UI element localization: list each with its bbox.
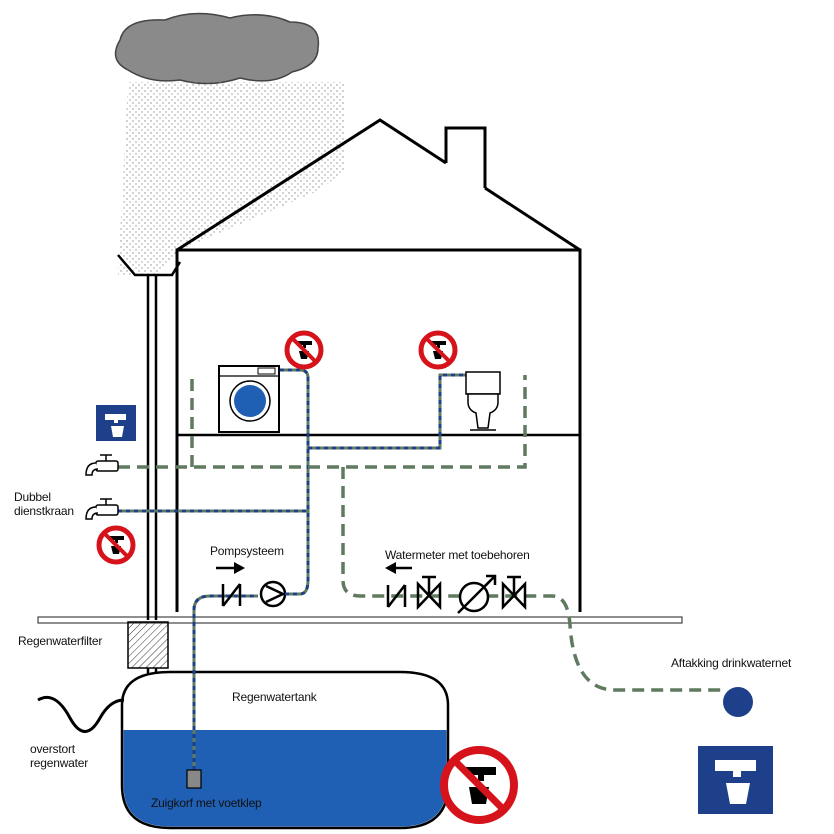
- rainwater-filter: [127, 621, 169, 669]
- pump-flow-arrow: [216, 562, 245, 574]
- drinking-water-icon: [96, 405, 136, 441]
- meter-flow-arrow: [385, 562, 412, 574]
- no-drinking-water-icon: [440, 746, 518, 824]
- label-line: regenwater: [30, 756, 89, 770]
- label-dubbel-dienstkraan: Dubbel dienstkraan: [14, 490, 74, 518]
- tap-icon: [85, 454, 119, 476]
- meter-arrow: [483, 574, 497, 588]
- rain-icon: [118, 82, 345, 275]
- tap-icon: [85, 498, 119, 520]
- check-valve-icon: [386, 584, 407, 608]
- check-valve-icon: [221, 583, 242, 607]
- label-overstort: overstort regenwater: [30, 742, 88, 770]
- label-pompsysteem: Pompsysteem: [210, 544, 284, 558]
- pump-icon: [259, 580, 287, 608]
- washing-machine-icon: [218, 365, 280, 433]
- drinking-water-icon: [698, 746, 773, 814]
- shutoff-valve-icon: [416, 575, 442, 611]
- watermeter-assembly: [386, 575, 527, 614]
- label-line: dienstkraan: [14, 504, 74, 518]
- toilet-icon: [465, 371, 501, 431]
- overflow-pipe: [37, 695, 125, 733]
- label-regenwatertank: Regenwatertank: [232, 690, 317, 704]
- suction-strainer-icon: [186, 769, 202, 789]
- water-main-connection: [723, 687, 753, 717]
- label-line: Dubbel: [14, 490, 51, 504]
- no-drinking-water-icon: [284, 330, 324, 370]
- house-outline: [175, 118, 582, 612]
- label-aftakking: Aftakking drinkwaternet: [671, 656, 792, 670]
- label-regenwaterfilter: Regenwaterfilter: [18, 634, 103, 648]
- no-drinking-water-icon: [418, 330, 458, 370]
- label-line: overstort: [30, 742, 75, 756]
- label-zuigkorf: Zuigkorf met voetklep: [151, 796, 262, 810]
- rainwater-pipes: [118, 368, 466, 596]
- cloud-icon: [114, 12, 320, 85]
- label-watermeter: Watermeter met toebehoren: [385, 548, 530, 562]
- no-drinking-water-icon: [96, 525, 136, 565]
- shutoff-valve-icon: [501, 575, 527, 611]
- drinking-water-pipes: [118, 375, 722, 692]
- ground-line: [37, 616, 683, 624]
